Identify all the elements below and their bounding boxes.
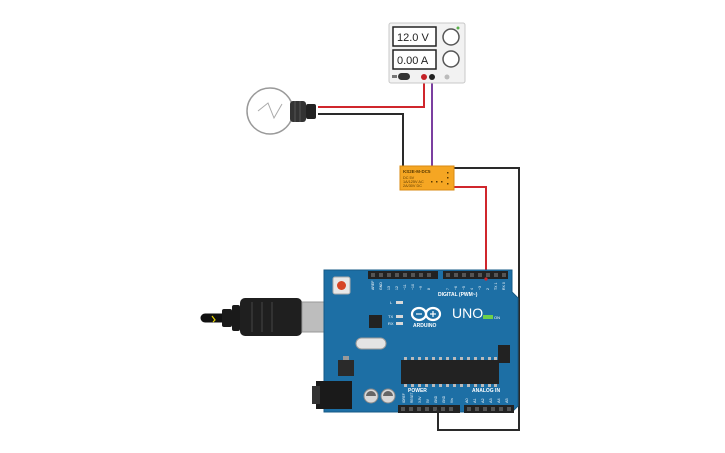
voltage-display-text: 12.0 V xyxy=(397,32,429,44)
pin-label: 7 xyxy=(446,288,450,290)
l-led xyxy=(396,301,403,304)
pin-label: TX 1 xyxy=(494,283,498,290)
pin-label: IOREF xyxy=(402,393,406,403)
light-bulb[interactable] xyxy=(246,87,316,135)
rx-led xyxy=(396,322,403,325)
rx-led-label: RX xyxy=(388,321,394,326)
arduino-uno[interactable]: AREF GND 13 12 ~11 ~10 ~9 8 7 ~6 ~5 4 ~3… xyxy=(312,269,519,413)
pin-label: GND xyxy=(442,395,446,403)
pin-label: ~5 xyxy=(462,286,466,290)
current-display-text: 0.00 A xyxy=(397,55,429,67)
wire-endpoint xyxy=(436,409,440,413)
digital-label: DIGITAL (PWM~) xyxy=(438,292,478,298)
usb-chip xyxy=(369,315,382,328)
digital-header-right[interactable] xyxy=(443,271,508,279)
pin-label: 12 xyxy=(395,286,399,290)
pin-label: 5V xyxy=(426,398,430,403)
voltage-display xyxy=(392,26,437,47)
current-knob[interactable] xyxy=(442,50,460,68)
relay-model: KS2E-M-DC5 xyxy=(403,169,431,174)
terminal-negative[interactable] xyxy=(429,74,435,80)
pin-label: A5 xyxy=(505,398,509,403)
power-supply[interactable]: 12.0 V 0.00 A xyxy=(388,22,466,84)
pin-label: RESET xyxy=(410,392,414,403)
wire-red-bulb-to-psu[interactable] xyxy=(318,78,425,108)
dc-power-jack[interactable] xyxy=(316,381,352,409)
wire-black-relay-to-gnd[interactable] xyxy=(437,167,520,431)
power-label: POWER xyxy=(408,388,427,394)
analog-label: ANALOG IN xyxy=(472,388,500,394)
wire-red-relay-to-arduino[interactable] xyxy=(452,186,487,279)
voltage-knob[interactable] xyxy=(442,28,460,46)
analog-header[interactable] xyxy=(464,405,514,413)
terminal-positive[interactable] xyxy=(421,74,427,80)
wires xyxy=(318,78,520,431)
usb-cable[interactable] xyxy=(200,298,333,336)
pin-label: A3 xyxy=(489,398,493,403)
l-led-label: L xyxy=(390,300,393,305)
pin-label: 13 xyxy=(387,286,391,290)
relay-line1: DC 5V xyxy=(403,176,415,180)
wire-black-bulb-to-relay[interactable] xyxy=(318,113,404,168)
pin-label: A4 xyxy=(497,398,501,403)
voltage-regulator xyxy=(338,360,354,376)
pin-label: 3.3V xyxy=(418,396,422,403)
on-led-label: ON xyxy=(494,315,500,320)
pin-label: GND xyxy=(434,395,438,403)
pin-label: ~9 xyxy=(419,286,423,290)
pin-label: A1 xyxy=(473,398,477,403)
pin-label: Vin xyxy=(450,398,454,403)
power-switch[interactable] xyxy=(398,73,410,80)
pin-label: 8 xyxy=(427,288,431,290)
on-led xyxy=(483,315,493,319)
pin-label: RX 0 xyxy=(502,282,506,290)
relay-line3: 2A/30V DC xyxy=(403,184,422,188)
pin-label: A0 xyxy=(465,398,469,403)
pin-label: ~11 xyxy=(403,284,407,290)
arduino-brand: ARDUINO xyxy=(413,323,436,329)
icsp-header[interactable] xyxy=(498,345,510,363)
pin-label: ~6 xyxy=(454,286,458,290)
pin-label: AREF xyxy=(371,281,375,290)
relay[interactable]: KS2E-M-DC5 DC 5V 1A/125V AC 2A/30V DC xyxy=(399,165,455,191)
pin-label: ~10 xyxy=(411,284,415,290)
wire-endpoint xyxy=(484,277,488,281)
relay-line2: 1A/125V AC xyxy=(403,180,424,184)
atmega-chip xyxy=(401,360,499,384)
pin-label: GND xyxy=(379,282,383,290)
crystal xyxy=(355,337,387,350)
tx-led-label: TX xyxy=(388,314,393,319)
current-display xyxy=(392,49,437,70)
pin-label: 2 xyxy=(486,288,490,290)
pin-label: A2 xyxy=(481,398,485,403)
arduino-model: UNO xyxy=(452,305,483,321)
pin-label: ~3 xyxy=(478,286,482,290)
arduino-logo-icon xyxy=(410,306,442,322)
tx-led xyxy=(396,315,403,318)
pin-label: 4 xyxy=(470,288,474,290)
